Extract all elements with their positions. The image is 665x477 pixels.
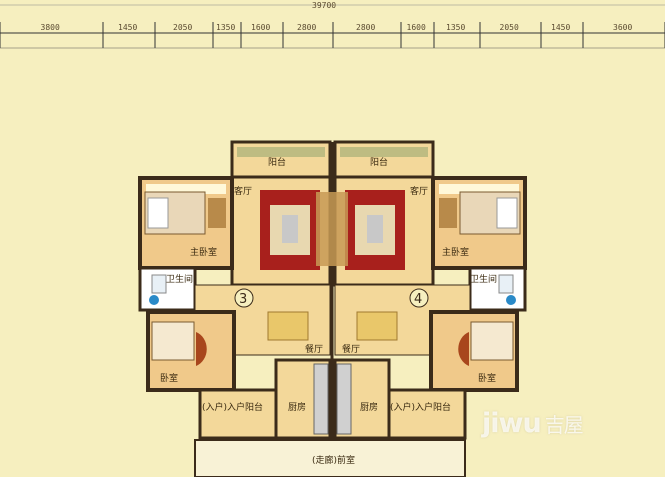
dimension-label: 1450 xyxy=(551,23,570,32)
unit-marker-3: 3 xyxy=(234,288,254,308)
master-bedroom-label-right: 主卧室 xyxy=(442,246,469,258)
dimension-label: 2050 xyxy=(173,23,192,32)
dimension-label: 2800 xyxy=(356,23,375,32)
bedroom-label-left: 卧室 xyxy=(160,372,178,384)
svg-text:3: 3 xyxy=(239,292,247,307)
dimension-label: 1450 xyxy=(118,23,137,32)
living-label-right: 客厅 xyxy=(410,185,428,197)
balcony-label-left: 阳台 xyxy=(268,156,286,168)
dimension-label: 2050 xyxy=(500,23,519,32)
living-furniture xyxy=(260,190,405,270)
dimension-label: 3600 xyxy=(613,23,632,32)
dimension-label: 1600 xyxy=(251,23,270,32)
bathroom-label-left: 卫生间 xyxy=(166,273,193,285)
balcony-label-right: 阳台 xyxy=(370,156,388,168)
dimension-bar: 39700 3800 1450 2050 1350 1600 2800 2800 1600 13… xyxy=(0,1,665,49)
unit-marker-4: 4 xyxy=(409,288,429,308)
bathroom-label-right: 卫生间 xyxy=(470,273,497,285)
kitchen-label-right: 厨房 xyxy=(360,401,378,413)
dimension-label: 3800 xyxy=(41,23,60,32)
bedroom-label-right: 卧室 xyxy=(478,372,496,384)
dimension-label: 2800 xyxy=(297,23,316,32)
corridor xyxy=(194,439,466,477)
dimension-label: 1350 xyxy=(216,23,235,32)
entrance-label-left: (入户)入户阳台 xyxy=(202,401,263,413)
living-label-left: 客厅 xyxy=(234,185,252,197)
corridor-label: (走廊)前室 xyxy=(312,454,355,466)
dimension-label: 1600 xyxy=(407,23,426,32)
dimension-label: 1350 xyxy=(446,23,465,32)
dining-label-left: 餐厅 xyxy=(305,343,323,355)
total-dimension: 39700 xyxy=(312,1,336,10)
entrance-label-right: (入户)入户阳台 xyxy=(390,401,451,413)
svg-text:4: 4 xyxy=(414,292,422,307)
kitchen-label-left: 厨房 xyxy=(288,401,306,413)
right-unit xyxy=(333,140,527,440)
master-bedroom-label-left: 主卧室 xyxy=(190,246,217,258)
watermark-chinese: 吉屋 xyxy=(544,413,584,437)
dining-label-right: 餐厅 xyxy=(342,343,360,355)
watermark-latin: jiwu xyxy=(482,408,542,439)
